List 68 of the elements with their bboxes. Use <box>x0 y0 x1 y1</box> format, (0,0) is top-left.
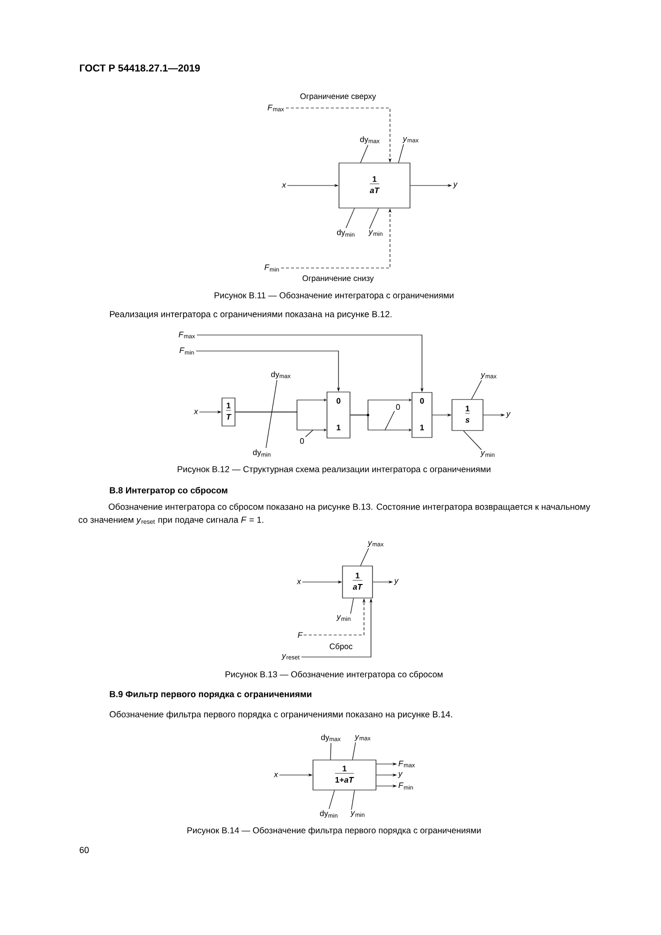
leader-line <box>328 790 335 810</box>
signal-label: 0 <box>396 404 400 410</box>
transfer-function-block: 1 aT <box>338 162 410 208</box>
leader-line <box>360 144 368 164</box>
signal-label: F$_{min}$ <box>264 264 279 272</box>
switch-block: 0 1 <box>326 392 350 438</box>
body-text: Обозначение интегратора со сбросом показано на рисунке В.13. Состояние интегратора возвращается к начальному со значением y$_{reset}$ при подаче сигнала F = 1. <box>78 503 590 525</box>
leader-line <box>346 208 355 228</box>
signal-label: dy$_{min}$ <box>320 810 338 818</box>
leader-line <box>398 144 404 164</box>
transfer-function-block: 1 aT <box>342 566 373 598</box>
leader-line <box>350 598 354 614</box>
transfer-function-block: 1 1+aT <box>312 760 376 790</box>
signal-label: y <box>506 412 511 418</box>
signal-label: dy$_{max}$ <box>360 136 380 144</box>
signal-label: x <box>296 580 302 584</box>
page-header: ГОСТ Р 54418.27.1—2019 <box>80 64 200 72</box>
figure-caption: Рисунок В.13 — Обозначение интегратора со сбросом <box>226 670 442 680</box>
signal-label: y$_{max}$ <box>354 735 371 741</box>
signal-label: y <box>394 579 399 585</box>
signal-label: y <box>452 182 458 188</box>
edge-label: Ограничение сверху <box>298 92 378 102</box>
signal-label: y$_{min}$ <box>336 615 350 621</box>
edge-label: Ограничение снизу <box>301 274 375 284</box>
leader-line <box>384 410 395 430</box>
signal-label: y$_{min}$ <box>350 811 364 817</box>
signal-label: dy$_{max}$ <box>271 371 291 379</box>
figure-caption: Рисунок В.11 — Обозначение интегратора с ограничениями <box>214 292 454 300</box>
figure-caption: Рисунок В.12 — Структурная схема реализации интегратора с ограничениями <box>178 466 490 474</box>
signal-label: dy$_{min}$ <box>337 229 354 237</box>
leader-line <box>351 790 355 810</box>
signal-label: y$_{min}$ <box>480 451 494 457</box>
transfer-function-block: 1 s <box>452 399 484 431</box>
signal-label: x <box>282 183 286 188</box>
leader-line <box>360 548 369 566</box>
signal-label: x <box>194 410 198 414</box>
signal-label: F$_{min}$ <box>398 782 413 790</box>
section-heading: В.9 Фильтр первого порядка с ограничениями <box>110 691 312 699</box>
figure-caption: Рисунок В.14 — Обозначение фильтра первого порядка с ограничениями <box>187 826 481 836</box>
signal-label: dy$_{min}$ <box>253 449 270 457</box>
signal-label: F$_{min}$ <box>180 347 194 355</box>
signal-label: y$_{max}$ <box>480 373 497 379</box>
leader-line <box>471 380 482 400</box>
signal-label: 0 <box>300 438 304 444</box>
signal-label: F$_{max}$ <box>398 760 415 768</box>
signal-label: F <box>298 632 303 638</box>
body-text: Реализация интегратора с ограничениями показана на рисунке В.12. <box>110 311 392 319</box>
leader-line <box>369 208 379 230</box>
switch-block: 0 1 <box>412 392 432 438</box>
signal-label: y$_{min}$ <box>368 230 382 236</box>
signal-label: y <box>398 772 403 778</box>
transfer-function-block: 1 T <box>222 398 236 426</box>
leader-line <box>330 742 332 760</box>
section-heading: В.8 Интегратор со сбросом <box>110 486 228 496</box>
signal-label: y$_{max}$ <box>402 137 419 143</box>
leader-line <box>463 430 482 450</box>
signal-label: dy$_{max}$ <box>321 734 341 742</box>
signal-label: y$_{max}$ <box>367 541 384 547</box>
signal-label: F$_{max}$ <box>178 332 195 338</box>
edge-label: Сброс <box>328 642 354 652</box>
leader-line <box>266 380 278 448</box>
signal-label: F$_{max}$ <box>268 104 284 112</box>
signal-label: x <box>274 772 278 778</box>
leader-line <box>305 430 314 438</box>
body-text: 60 <box>80 846 89 854</box>
body-text: Обозначение фильтра первого порядка с ограничениями показано на рисунке В.14. <box>110 710 452 720</box>
leader-line <box>352 742 356 760</box>
signal-label: y$_{reset}$ <box>281 654 300 660</box>
